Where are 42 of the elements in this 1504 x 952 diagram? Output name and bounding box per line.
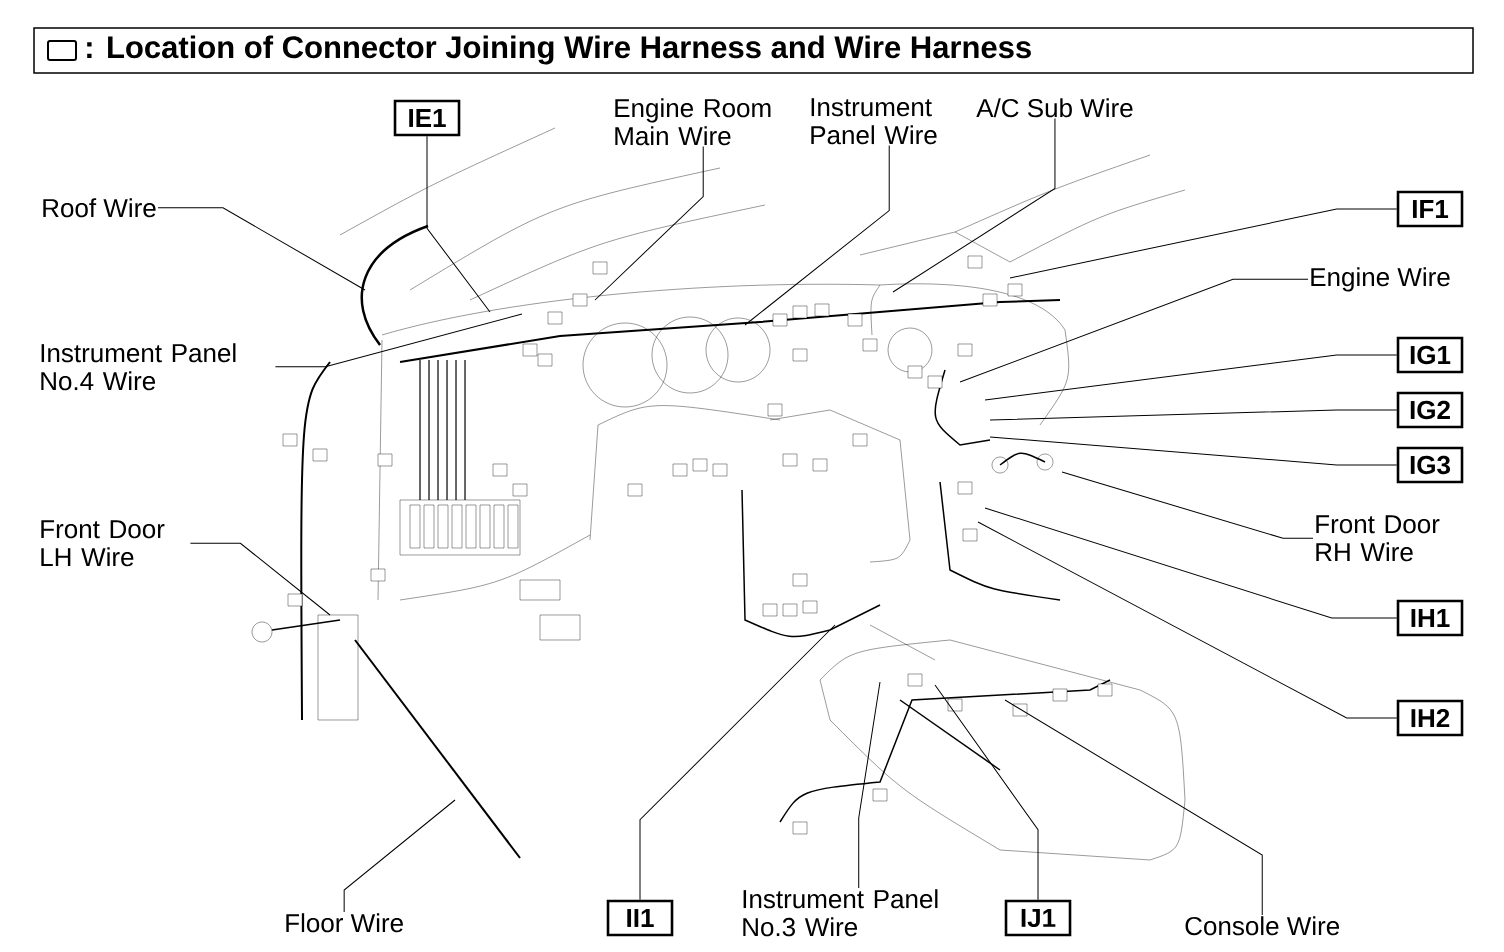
leader-line — [984, 354, 1398, 401]
connector-code-box: II1 — [606, 899, 674, 937]
connector-code-box: IE1 — [393, 99, 461, 137]
wire-label: Engine Wire — [1311, 267, 1450, 292]
leader-line — [274, 313, 523, 368]
leader-line — [984, 507, 1398, 619]
leader-line — [959, 278, 1309, 383]
wire-label: A/C Sub Wire — [976, 98, 1133, 118]
wire-label: Instrument Panel No.4 Wire — [41, 343, 236, 391]
leader-line — [934, 684, 1039, 901]
wire-label: Instrument Panel No.3 Wire — [743, 889, 938, 937]
diagram-title: : Location of Connector Joining Wire Harness and Wire Harness — [87, 35, 1031, 65]
wire-label: Roof Wire — [43, 198, 156, 218]
connector-code-box: IG3 — [1396, 446, 1464, 484]
connector-code-box: IG2 — [1396, 391, 1464, 429]
leader-line — [1061, 471, 1314, 539]
leader-line — [157, 207, 366, 291]
leader-line — [892, 118, 1056, 293]
leader-line — [977, 521, 1398, 719]
connector-code-box: IH1 — [1396, 599, 1464, 637]
leader-line — [1009, 208, 1398, 279]
leader-line — [989, 436, 1398, 466]
title-bar: : Location of Connector Joining Wire Harness and Wire Harness — [33, 27, 1474, 74]
leader-line — [639, 624, 836, 901]
wire-label: Front Door RH Wire — [1316, 515, 1440, 562]
leader-line — [744, 145, 890, 326]
leader-line — [989, 409, 1398, 421]
leader-line — [426, 135, 491, 313]
connector-code-box: IH2 — [1396, 699, 1464, 737]
wire-label: Console Wire — [1185, 916, 1340, 936]
wire-label: Front Door LH Wire — [41, 520, 165, 567]
leader-line — [343, 799, 456, 913]
leader-line — [594, 146, 704, 301]
wire-label: Instrument Panel Wire — [811, 98, 937, 145]
connector-code-box: IJ1 — [1004, 899, 1072, 937]
leader-line — [1004, 699, 1263, 916]
connector-code-box: IG1 — [1396, 336, 1464, 374]
wire-label: Engine Room Main Wire — [615, 98, 771, 146]
connector-code-box: IF1 — [1396, 190, 1464, 228]
leader-line — [189, 542, 331, 616]
wire-label: Floor Wire — [286, 913, 403, 933]
leader-line — [858, 681, 881, 889]
